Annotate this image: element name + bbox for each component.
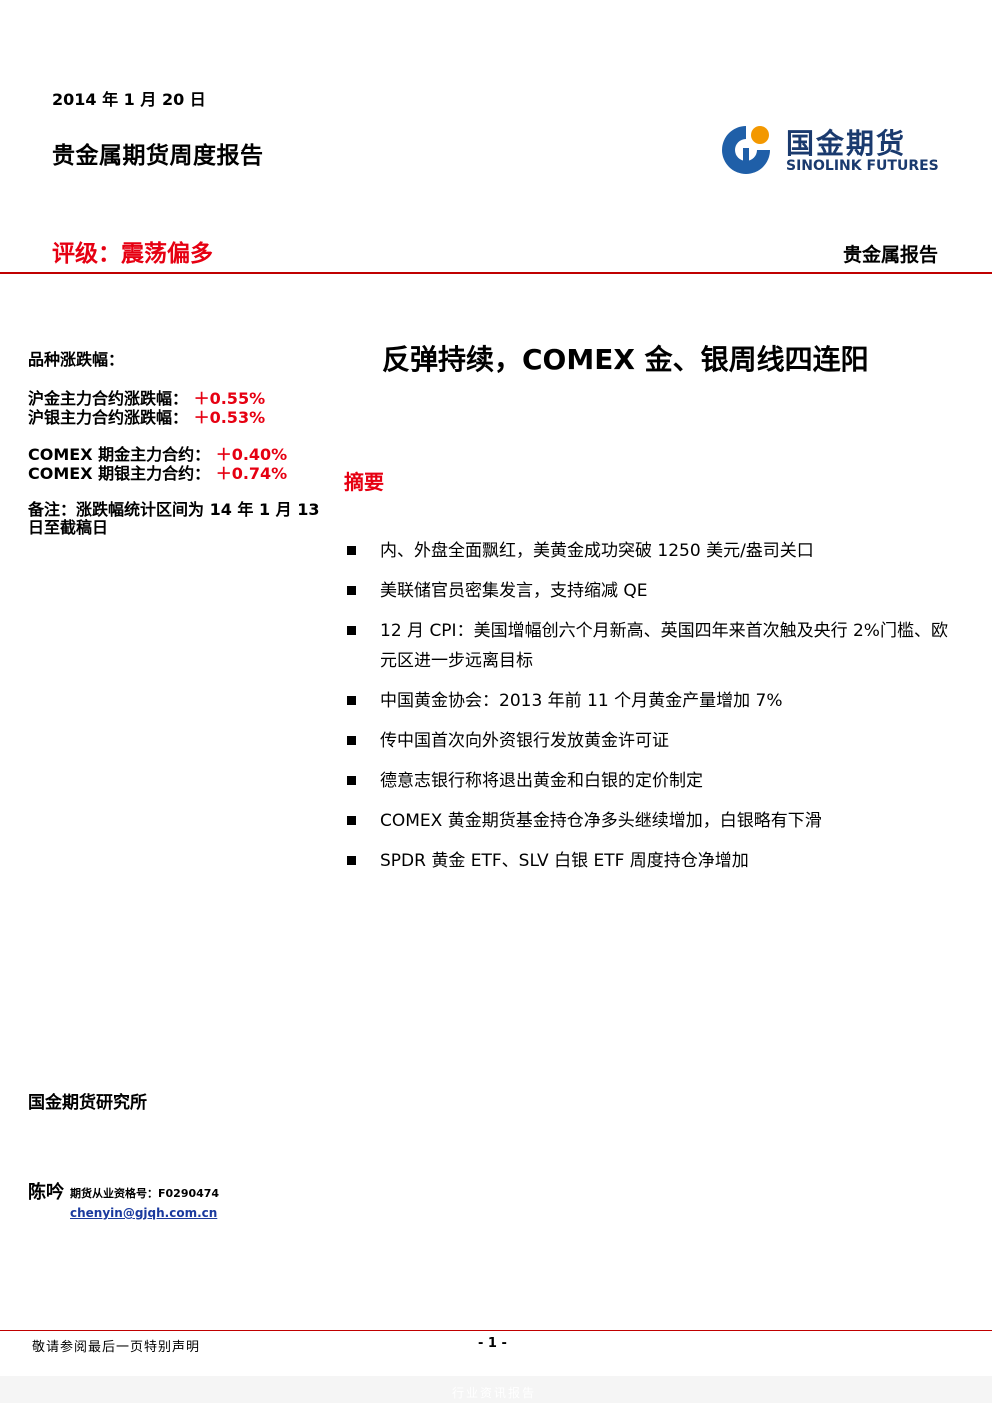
square-bullet-icon — [347, 776, 356, 785]
change-row: COMEX 期金主力合约： ＋0.40% — [28, 445, 328, 464]
summary-item-text: 德意志银行称将退出黄金和白银的定价制定 — [380, 771, 703, 791]
summary-list: 内、外盘全面飘红，美黄金成功突破 1250 美元/盎司关口 美联储官员密集发言，… — [344, 536, 954, 886]
rating: 评级：震荡偏多 — [52, 241, 213, 267]
analyst-license: 期货从业资格号：F0290474 — [70, 1187, 220, 1200]
summary-item-text: 12 月 CPI：美国增幅创六个月新高、英国四年来首次触及央行 2%门槛、欧元区… — [380, 621, 948, 671]
change-label: COMEX 期金主力合约： — [28, 445, 211, 464]
sidebar-title: 品种涨跌幅： — [28, 350, 125, 369]
page-number: - 1 - — [478, 1336, 507, 1351]
summary-item-text: COMEX 黄金期货基金持仓净多头继续增加，白银略有下滑 — [380, 811, 822, 831]
header-divider — [0, 272, 992, 274]
comex-changes: COMEX 期金主力合约： ＋0.40% COMEX 期银主力合约： ＋0.74… — [28, 445, 328, 483]
analyst-email-link[interactable]: chenyin@gjqh.com.cn — [70, 1206, 218, 1220]
domestic-changes: 沪金主力合约涨跌幅： ＋0.55% 沪银主力合约涨跌幅： ＋0.53% — [28, 389, 328, 427]
sidebar-note: 备注：涨跌幅统计区间为 14 年 1 月 13 日至截稿日 — [28, 500, 320, 537]
footer-divider — [0, 1330, 992, 1331]
square-bullet-icon — [347, 696, 356, 705]
research-institute: 国金期货研究所 — [28, 1093, 147, 1113]
summary-item: 中国黄金协会：2013 年前 11 个月黄金产量增加 7% — [344, 686, 954, 716]
sinolink-logo-icon — [722, 126, 772, 174]
change-label: 沪银主力合约涨跌幅： — [28, 408, 189, 427]
logo-name-cn: 国金期货 — [786, 127, 907, 160]
summary-heading: 摘要 — [344, 470, 384, 494]
change-label: 沪金主力合约涨跌幅： — [28, 389, 189, 408]
square-bullet-icon — [347, 626, 356, 635]
summary-item: 传中国首次向外资银行发放黄金许可证 — [344, 726, 954, 756]
change-value: ＋0.53% — [193, 408, 266, 427]
company-logo: 国金期货 SINOLINK FUTURES — [718, 120, 958, 180]
logo-name-en: SINOLINK FUTURES — [786, 158, 939, 174]
square-bullet-icon — [347, 586, 356, 595]
summary-item: 德意志银行称将退出黄金和白银的定价制定 — [344, 766, 954, 796]
summary-item-text: 内、外盘全面飘红，美黄金成功突破 1250 美元/盎司关口 — [380, 541, 814, 561]
change-row: 沪银主力合约涨跌幅： ＋0.53% — [28, 408, 328, 427]
change-value: ＋0.74% — [215, 464, 288, 483]
summary-item: 内、外盘全面飘红，美黄金成功突破 1250 美元/盎司关口 — [344, 536, 954, 566]
price-change-sidebar: 品种涨跌幅： 沪金主力合约涨跌幅： ＋0.55% 沪银主力合约涨跌幅： ＋0.5… — [28, 350, 328, 537]
report-category: 贵金属报告 — [842, 244, 938, 266]
summary-item-text: SPDR 黄金 ETF、SLV 白银 ETF 周度持仓净增加 — [380, 851, 749, 871]
change-row: COMEX 期银主力合约： ＋0.74% — [28, 464, 328, 483]
summary-item-text: 美联储官员密集发言，支持缩减 QE — [380, 581, 648, 601]
analyst-name: 陈吟 — [28, 1182, 64, 1203]
summary-item: COMEX 黄金期货基金持仓净多头继续增加，白银略有下滑 — [344, 806, 954, 836]
report-date: 2014 年 1 月 20 日 — [52, 90, 206, 109]
square-bullet-icon — [347, 736, 356, 745]
watermark: 行业资讯报告 — [452, 1386, 537, 1400]
change-row: 沪金主力合约涨跌幅： ＋0.55% — [28, 389, 328, 408]
headline: 反弹持续，COMEX 金、银周线四连阳 — [382, 343, 869, 376]
change-value: ＋0.40% — [215, 445, 288, 464]
change-value: ＋0.55% — [193, 389, 266, 408]
summary-item: 美联储官员密集发言，支持缩减 QE — [344, 576, 954, 606]
change-label: COMEX 期银主力合约： — [28, 464, 211, 483]
summary-item-text: 传中国首次向外资银行发放黄金许可证 — [380, 731, 669, 751]
summary-item-text: 中国黄金协会：2013 年前 11 个月黄金产量增加 7% — [380, 691, 783, 711]
disclaimer-note: 敬请参阅最后一页特别声明 — [32, 1340, 201, 1355]
square-bullet-icon — [347, 546, 356, 555]
summary-item: SPDR 黄金 ETF、SLV 白银 ETF 周度持仓净增加 — [344, 846, 954, 876]
footer-band — [0, 1376, 992, 1403]
square-bullet-icon — [347, 856, 356, 865]
square-bullet-icon — [347, 816, 356, 825]
report-title: 贵金属期货周度报告 — [52, 143, 264, 169]
summary-item: 12 月 CPI：美国增幅创六个月新高、英国四年来首次触及央行 2%门槛、欧元区… — [344, 616, 954, 676]
